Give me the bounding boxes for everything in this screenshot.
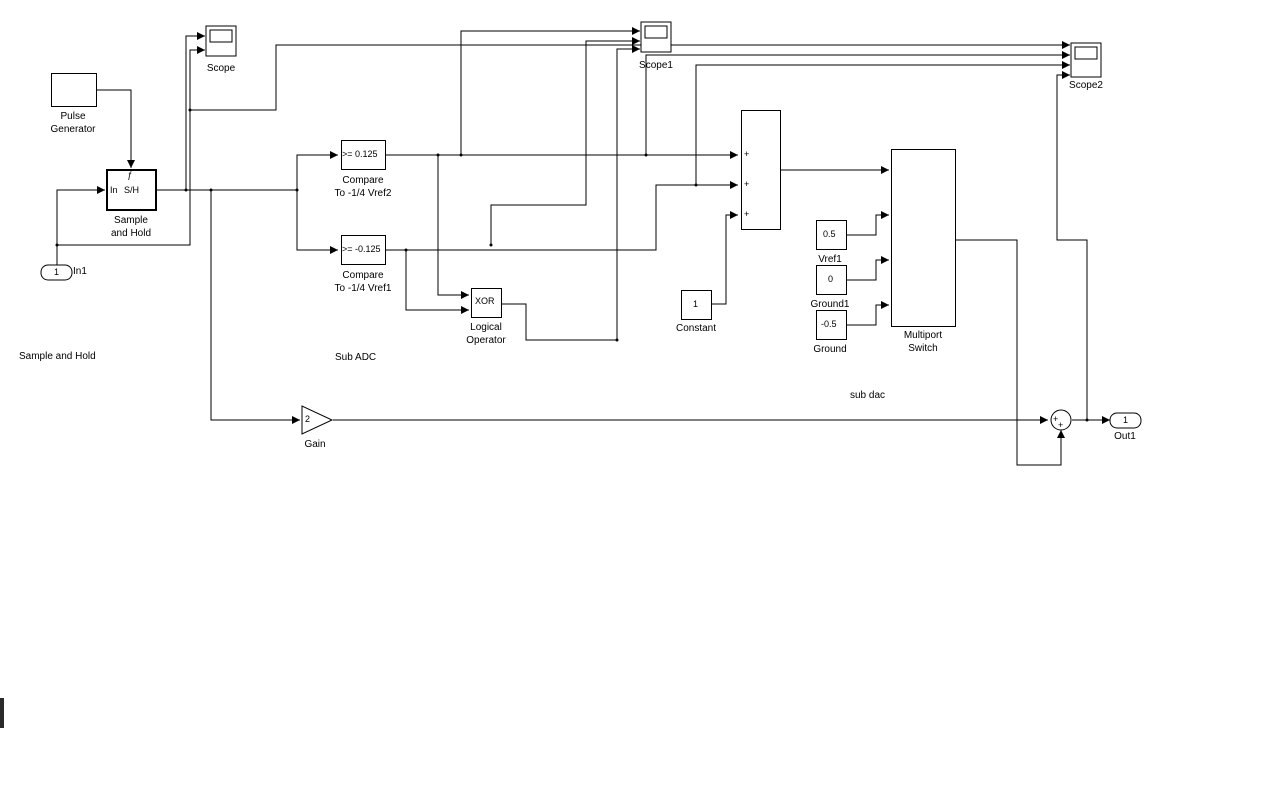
wire-compare2-to-scope2 xyxy=(645,51,1070,155)
scope1-label: Scope1 xyxy=(639,60,673,71)
ground1-value: 0 xyxy=(828,274,834,284)
constant-value: 1 xyxy=(693,299,699,309)
wire-sum-to-scope2 xyxy=(695,61,1070,185)
sum-sign-3: + xyxy=(744,209,750,219)
sum-out-sign-2: + xyxy=(1058,420,1064,430)
compare-vref2-label: Compare To -1/4 Vref2 xyxy=(334,175,392,199)
annotation-sub-dac: sub dac xyxy=(850,390,886,401)
in1-port[interactable] xyxy=(40,264,73,281)
wire-compare2-to-scope1 xyxy=(460,27,640,155)
compare-vref1-block[interactable] xyxy=(341,235,386,265)
ground1-block[interactable] xyxy=(816,265,847,295)
sample-and-hold-label: Sample and Hold xyxy=(110,215,152,239)
ground-label: Ground xyxy=(813,344,847,355)
wire-compare1-out xyxy=(386,181,738,251)
logical-operator-label: Logical Operator xyxy=(466,322,506,346)
out1-port[interactable] xyxy=(1109,412,1142,429)
wire-to-gain xyxy=(210,190,300,424)
wire-sh-to-scope2 xyxy=(190,41,1070,111)
window-edge-fragment xyxy=(0,698,4,728)
wire-in1-to-scope xyxy=(57,46,205,246)
wire-in1-to-sh xyxy=(56,186,105,265)
wire-sh-to-scope xyxy=(185,32,205,190)
sum-out-sign-1: + xyxy=(1053,414,1059,424)
multiport-switch-block[interactable] xyxy=(891,149,956,327)
constant-block[interactable] xyxy=(681,290,712,320)
gain-triangle[interactable] xyxy=(301,405,334,435)
sum-out-circle[interactable] xyxy=(1050,409,1072,431)
sum-block[interactable] xyxy=(741,110,781,230)
wire-compare2-to-xor xyxy=(437,155,469,299)
pulse-generator-block[interactable] xyxy=(51,73,97,107)
wire-vref1-to-switch xyxy=(847,211,889,236)
vref1-value: 0.5 xyxy=(823,229,836,239)
wire-switch-out xyxy=(956,239,1065,466)
annotation-sub-adc: Sub ADC xyxy=(335,352,377,363)
gain-value: 2 xyxy=(305,414,311,424)
wire-constant-to-sum xyxy=(712,211,738,305)
vref1-label: Vref1 xyxy=(818,254,842,265)
scope-label: Scope xyxy=(206,63,236,74)
sh-trigger-icon: ƒ xyxy=(127,170,133,180)
scope2-label: Scope2 xyxy=(1069,80,1103,91)
ground-block[interactable] xyxy=(816,310,847,340)
ground1-label: Ground1 xyxy=(810,299,850,310)
wire-ground-to-switch xyxy=(847,301,889,326)
logical-operator-text: XOR xyxy=(475,296,495,306)
sum-sign-1: + xyxy=(744,149,750,159)
annotation-sample-and-hold: Sample and Hold xyxy=(19,351,96,362)
wire-compare1-to-xor xyxy=(405,250,469,314)
in1-label: In1 xyxy=(73,266,87,277)
wire-to-compare1 xyxy=(296,190,338,254)
constant-label: Constant xyxy=(675,323,717,334)
out1-label: Out1 xyxy=(1114,431,1136,442)
sh-port-out: S/H xyxy=(124,185,140,195)
vref1-block[interactable] xyxy=(816,220,847,250)
out1-value: 1 xyxy=(1123,415,1129,425)
compare-vref2-text: >= 0.125 xyxy=(342,149,378,159)
wire-xor-out xyxy=(502,45,640,341)
wire-out-to-scope2 xyxy=(1056,71,1088,420)
sum-sign-2: + xyxy=(744,179,750,189)
sample-and-hold-block[interactable] xyxy=(106,169,157,211)
wire-ground1-to-switch xyxy=(847,256,889,281)
sh-port-in: In xyxy=(110,185,118,195)
compare-vref1-label: Compare To -1/4 Vref1 xyxy=(334,270,392,294)
ground-value: -0.5 xyxy=(821,319,837,329)
in1-value: 1 xyxy=(54,267,60,277)
logical-operator-block[interactable] xyxy=(471,288,502,318)
compare-vref2-block[interactable] xyxy=(341,140,386,170)
wire-to-compare2 xyxy=(296,151,338,190)
multiport-switch-label: Multiport Switch xyxy=(903,330,943,354)
wire-compare1-to-scope1 xyxy=(490,37,640,245)
pulse-generator-label: Pulse Generator xyxy=(50,111,96,135)
junction-dots xyxy=(55,108,1089,422)
gain-label: Gain xyxy=(304,439,326,450)
compare-vref1-text: >= -0.125 xyxy=(342,244,381,254)
wire-pulse-to-trigger xyxy=(97,89,135,168)
